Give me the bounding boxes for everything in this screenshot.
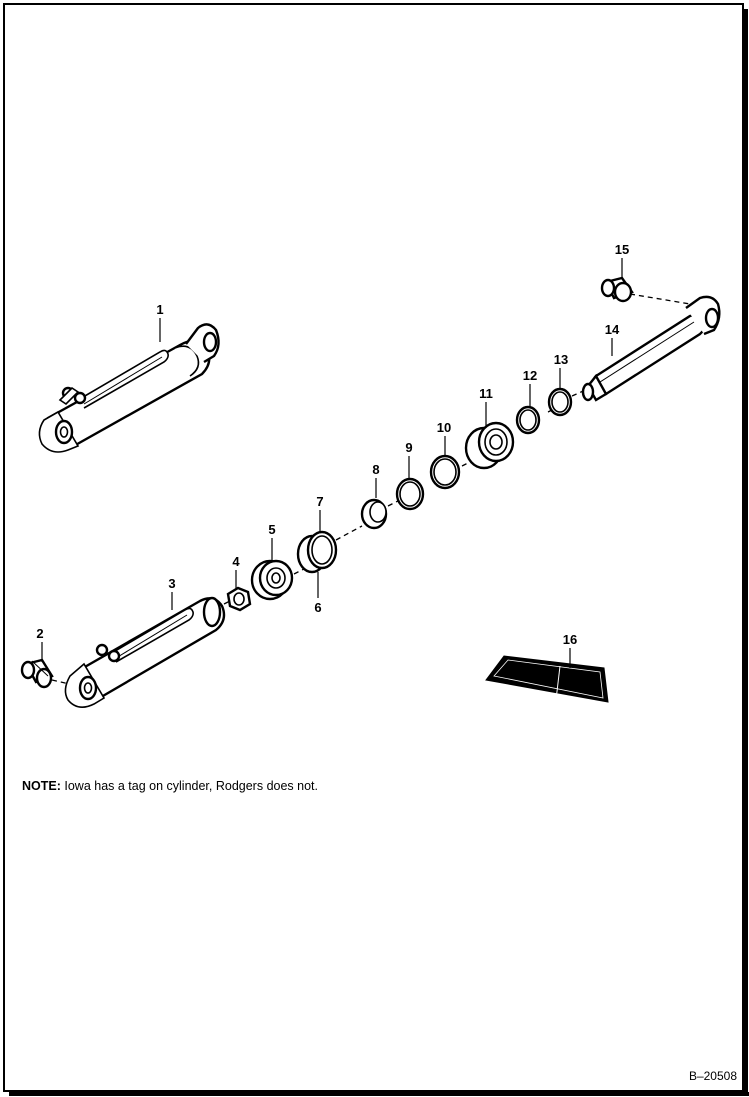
part-4-nut bbox=[226, 586, 252, 612]
callout-9: 9 bbox=[405, 440, 412, 455]
note-text: NOTE: Iowa has a tag on cylinder, Rodger… bbox=[22, 779, 318, 793]
callout-5: 5 bbox=[268, 522, 275, 537]
part-8-gland-ring bbox=[360, 498, 388, 530]
part-2-grease-fitting bbox=[20, 658, 79, 689]
part-14-rod bbox=[581, 295, 721, 402]
part-7-seal-ring bbox=[296, 530, 338, 574]
part-5-piston bbox=[250, 559, 294, 601]
callout-10: 10 bbox=[437, 420, 451, 435]
callout-15: 15 bbox=[615, 242, 629, 257]
callout-3: 3 bbox=[168, 576, 175, 591]
callout-1: 1 bbox=[156, 302, 163, 317]
part-3-cylinder-lower bbox=[64, 596, 226, 708]
drawing-number: B–20508 bbox=[688, 1069, 737, 1083]
note-label: NOTE: bbox=[22, 779, 61, 793]
part-10-backup-ring bbox=[429, 454, 461, 490]
callout-14: 14 bbox=[605, 322, 620, 337]
callout-2: 2 bbox=[36, 626, 43, 641]
part-11-gland bbox=[464, 421, 515, 470]
part-16-seal-kit-envelope bbox=[485, 655, 609, 703]
part-15-bushing bbox=[600, 276, 634, 303]
callout-7: 7 bbox=[316, 494, 323, 509]
page-border bbox=[3, 3, 749, 1096]
part-1-cylinder-upper bbox=[38, 323, 220, 453]
callout-8: 8 bbox=[372, 462, 379, 477]
note-body: Iowa has a tag on cylinder, Rodgers does… bbox=[60, 779, 318, 793]
callout-16: 16 bbox=[563, 632, 577, 647]
callout-6: 6 bbox=[314, 600, 321, 615]
callout-13: 13 bbox=[554, 352, 568, 367]
part-13-wiper bbox=[547, 387, 573, 417]
part-9-o-ring bbox=[395, 477, 425, 511]
callout-12: 12 bbox=[523, 368, 537, 383]
callout-4: 4 bbox=[232, 554, 240, 569]
callout-11: 11 bbox=[479, 386, 493, 401]
part-12-seal bbox=[515, 405, 541, 435]
